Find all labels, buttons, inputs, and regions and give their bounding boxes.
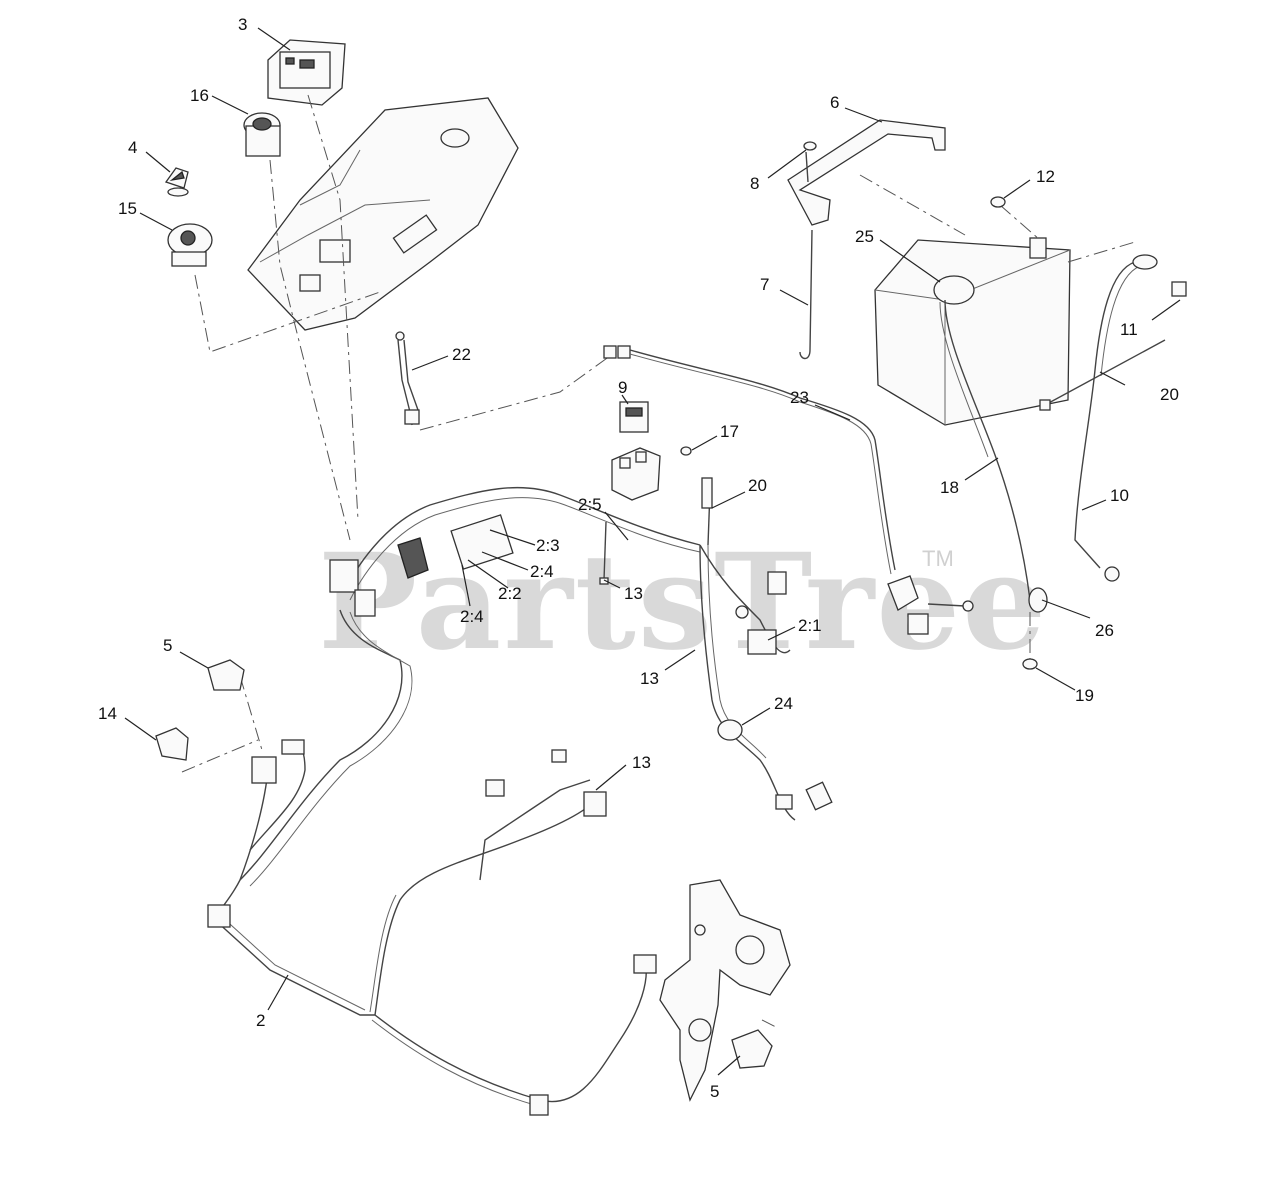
callout-2-2: 2:2: [498, 584, 522, 603]
watermark: PartsTree TM: [318, 525, 1048, 680]
callout-7: 7: [760, 275, 769, 294]
callout-22: 22: [452, 345, 471, 364]
callout-20-harness: 20: [748, 476, 767, 495]
callout-13-lower: 13: [632, 753, 651, 772]
harness-23-end: [887, 575, 974, 635]
callout-20-battery: 20: [1160, 385, 1179, 404]
callout-26: 26: [1095, 621, 1114, 640]
callout-5-upper: 5: [163, 636, 172, 655]
callout-4: 4: [128, 138, 137, 157]
cable-tie-20-battery: [1039, 339, 1166, 411]
relay-socket: [611, 447, 661, 501]
callout-25: 25: [855, 227, 874, 246]
callout-24: 24: [774, 694, 793, 713]
callout-15: 15: [118, 199, 137, 218]
relay: [619, 401, 649, 433]
battery: [859, 174, 1136, 426]
callout-2-4-lower: 2:4: [460, 607, 484, 626]
callout-19: 19: [1075, 686, 1094, 705]
callout-labels: 3 16 4 15 6 8 12 25 7 11 22 9 23 20 17 2…: [98, 15, 1179, 1101]
callout-8: 8: [750, 174, 759, 193]
positive-cable: [939, 299, 1048, 670]
battery-hold-down: [787, 119, 946, 226]
cable-tie-13-center: [599, 521, 609, 585]
callout-16: 16: [190, 86, 209, 105]
j-bolt: [799, 229, 813, 360]
switch-harness: [395, 331, 611, 431]
watermark-trademark: TM: [922, 546, 954, 571]
callout-12: 12: [1036, 167, 1055, 186]
brake-bracket: [659, 879, 791, 1102]
assembly-lines-top-left: [194, 94, 381, 541]
callout-2-3: 2:3: [536, 536, 560, 555]
callout-2-5: 2:5: [578, 495, 602, 514]
callout-11: 11: [1120, 320, 1138, 339]
callout-2: 2: [256, 1011, 265, 1030]
screw-17: [680, 446, 692, 456]
seat-switch-14: [155, 727, 189, 761]
callout-17: 17: [720, 422, 739, 441]
callout-13-right: 13: [640, 669, 659, 688]
negative-cable: [990, 196, 1187, 582]
harness-lead-23: [603, 345, 896, 575]
ignition-switch: [167, 223, 213, 267]
seat-switch-branch: [181, 675, 306, 881]
callout-2-4-upper: 2:4: [530, 562, 554, 581]
callout-23: 23: [790, 388, 809, 407]
callout-10: 10: [1110, 486, 1129, 505]
callout-18: 18: [940, 478, 959, 497]
callout-3: 3: [238, 15, 247, 34]
main-harness: [207, 486, 701, 1116]
callout-5-lower: 5: [710, 1082, 719, 1101]
callout-6: 6: [830, 93, 839, 112]
watermark-text: PartsTree: [318, 525, 1048, 680]
pto-switch: [243, 112, 281, 157]
right-harness-branch: [699, 477, 833, 821]
callout-13-center: 13: [624, 584, 643, 603]
callout-9: 9: [618, 378, 627, 397]
callout-leaders: [124, 27, 1181, 1076]
dash-panel: [247, 97, 519, 331]
relay-5-upper: [207, 659, 245, 691]
callout-2-1: 2:1: [798, 616, 822, 635]
brake-switch-5: [731, 1019, 779, 1069]
callout-14: 14: [98, 704, 117, 723]
display-module: [267, 39, 346, 106]
ignition-key: [164, 167, 189, 197]
